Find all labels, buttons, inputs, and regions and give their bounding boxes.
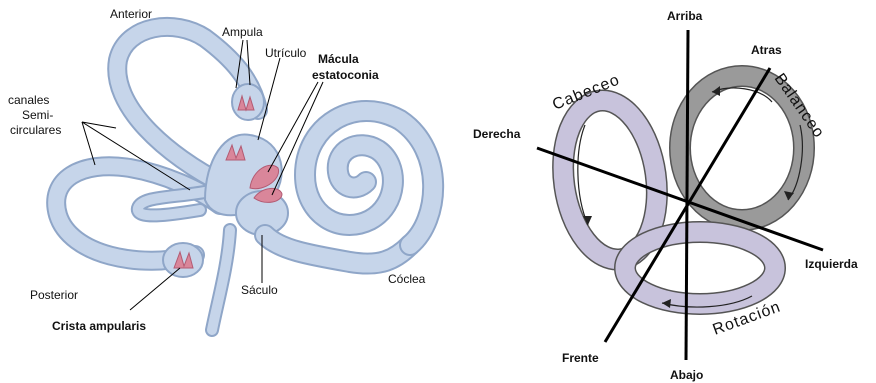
label-canales-3: circulares xyxy=(10,123,61,137)
label-atras: Atras xyxy=(751,43,782,57)
posterior-ampulla xyxy=(163,243,203,277)
label-frente: Frente xyxy=(562,351,599,365)
label-canales-2: Semi- xyxy=(22,108,53,122)
label-ampula: Ampula xyxy=(222,25,263,39)
label-crista: Crista ampularis xyxy=(52,319,146,333)
labyrinth-diagram: Anterior Ampula Utrículo Mácula estatoco… xyxy=(8,7,433,333)
label-abajo: Abajo xyxy=(670,368,703,382)
rotation-axes-diagram: Cabeceo Balanceo Rotación Arriba Atras D… xyxy=(473,9,858,382)
label-saculo: Sáculo xyxy=(241,283,278,297)
label-posterior: Posterior xyxy=(30,288,78,302)
label-arriba: Arriba xyxy=(667,9,703,23)
label-macula-2: estatoconia xyxy=(312,68,379,82)
label-izquierda: Izquierda xyxy=(805,257,858,271)
label-coclea: Cóclea xyxy=(388,272,426,286)
axis-vertical xyxy=(686,30,688,360)
label-canales-1: canales xyxy=(8,93,49,107)
label-macula-1: Mácula xyxy=(318,52,359,66)
label-utriculo: Utrículo xyxy=(265,46,307,60)
label-derecha: Derecha xyxy=(473,127,521,141)
label-anterior: Anterior xyxy=(110,7,152,21)
